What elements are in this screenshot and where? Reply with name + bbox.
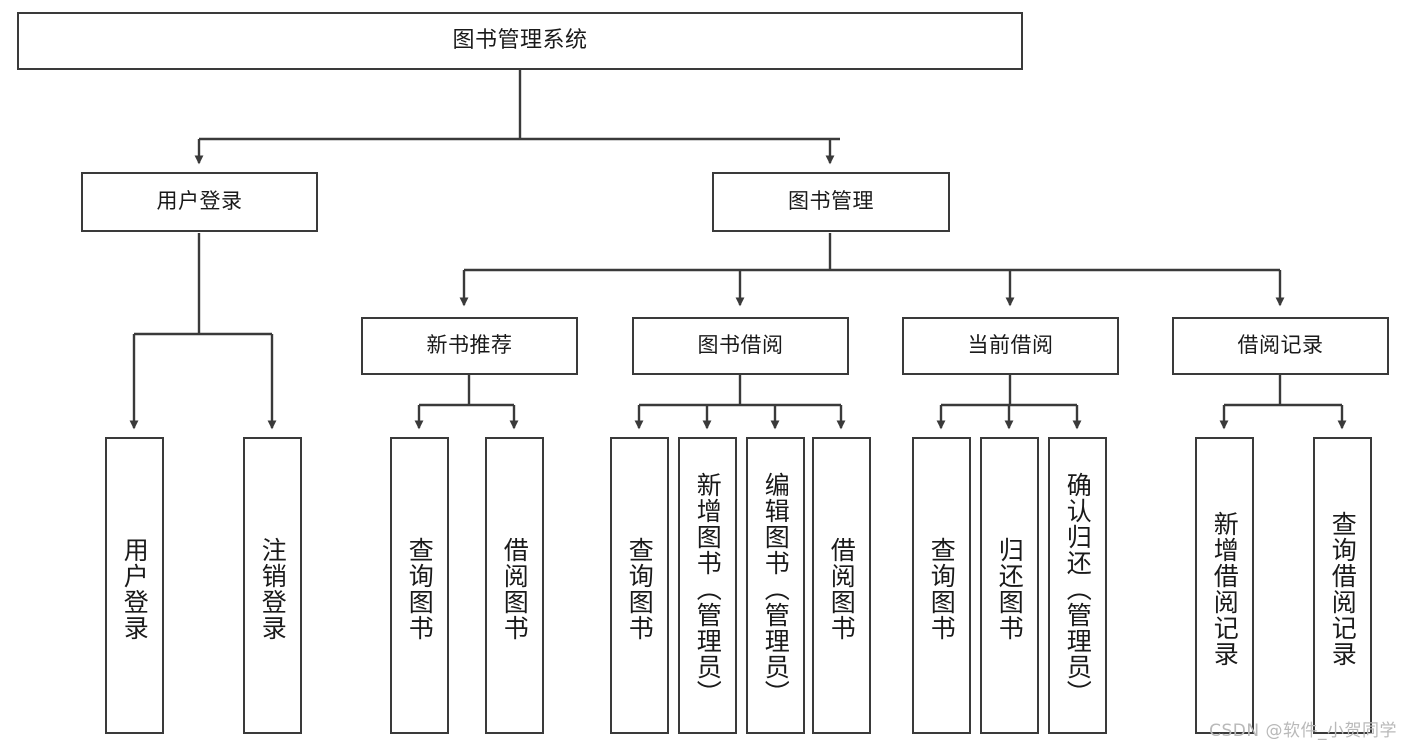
node-new-book-recommend[interactable]: 新书推荐 (361, 317, 578, 375)
csdn-watermark: CSDN @软件_小贺同学 (1209, 721, 1397, 741)
node-root-system[interactable]: 图书管理系统 (17, 12, 1023, 70)
node-user-login[interactable]: 用户登录 (81, 172, 318, 232)
node-leaf-query-record[interactable]: 查询借阅记录 (1313, 437, 1372, 734)
node-label: 新书推荐 (426, 333, 513, 358)
node-current-borrow[interactable]: 当前借阅 (902, 317, 1119, 375)
node-leaf-query-book-3[interactable]: 查询图书 (912, 437, 971, 734)
node-leaf-logout-login[interactable]: 注销登录 (243, 437, 302, 734)
node-label: 借阅图书 (500, 536, 530, 641)
node-label: 借阅记录 (1237, 333, 1324, 358)
node-label: 新增图书（管理员） (693, 471, 723, 706)
node-label: 新增借阅记录 (1210, 510, 1240, 667)
node-book-manage[interactable]: 图书管理 (712, 172, 950, 232)
node-label: 借阅图书 (827, 536, 857, 641)
node-label: 查询图书 (405, 536, 435, 641)
node-borrow-record[interactable]: 借阅记录 (1172, 317, 1389, 375)
node-label: 编辑图书（管理员） (761, 471, 791, 706)
node-leaf-user-login[interactable]: 用户登录 (105, 437, 164, 734)
node-book-borrow[interactable]: 图书借阅 (632, 317, 849, 375)
node-leaf-add-record[interactable]: 新增借阅记录 (1195, 437, 1254, 734)
node-label: 图书管理 (788, 189, 874, 214)
node-leaf-borrow-book-1[interactable]: 借阅图书 (485, 437, 544, 734)
node-label: 归还图书 (995, 536, 1025, 641)
node-label: 查询图书 (625, 536, 655, 641)
node-label: 查询借阅记录 (1328, 510, 1358, 667)
node-leaf-query-book-2[interactable]: 查询图书 (610, 437, 669, 734)
node-leaf-borrow-book-2[interactable]: 借阅图书 (812, 437, 871, 734)
node-label: 注销登录 (258, 536, 288, 641)
node-leaf-add-book[interactable]: 新增图书（管理员） (678, 437, 737, 734)
node-label: 当前借阅 (967, 333, 1054, 358)
node-leaf-confirm-return[interactable]: 确认归还（管理员） (1048, 437, 1107, 734)
node-label: 图书借阅 (697, 333, 784, 358)
node-leaf-query-book-1[interactable]: 查询图书 (390, 437, 449, 734)
node-label: 用户登录 (156, 189, 243, 214)
node-label: 查询图书 (927, 536, 957, 641)
node-leaf-return-book[interactable]: 归还图书 (980, 437, 1039, 734)
node-label: 确认归还（管理员） (1063, 471, 1093, 706)
node-label: 用户登录 (120, 536, 150, 641)
node-leaf-edit-book[interactable]: 编辑图书（管理员） (746, 437, 805, 734)
node-label: 图书管理系统 (452, 27, 588, 53)
